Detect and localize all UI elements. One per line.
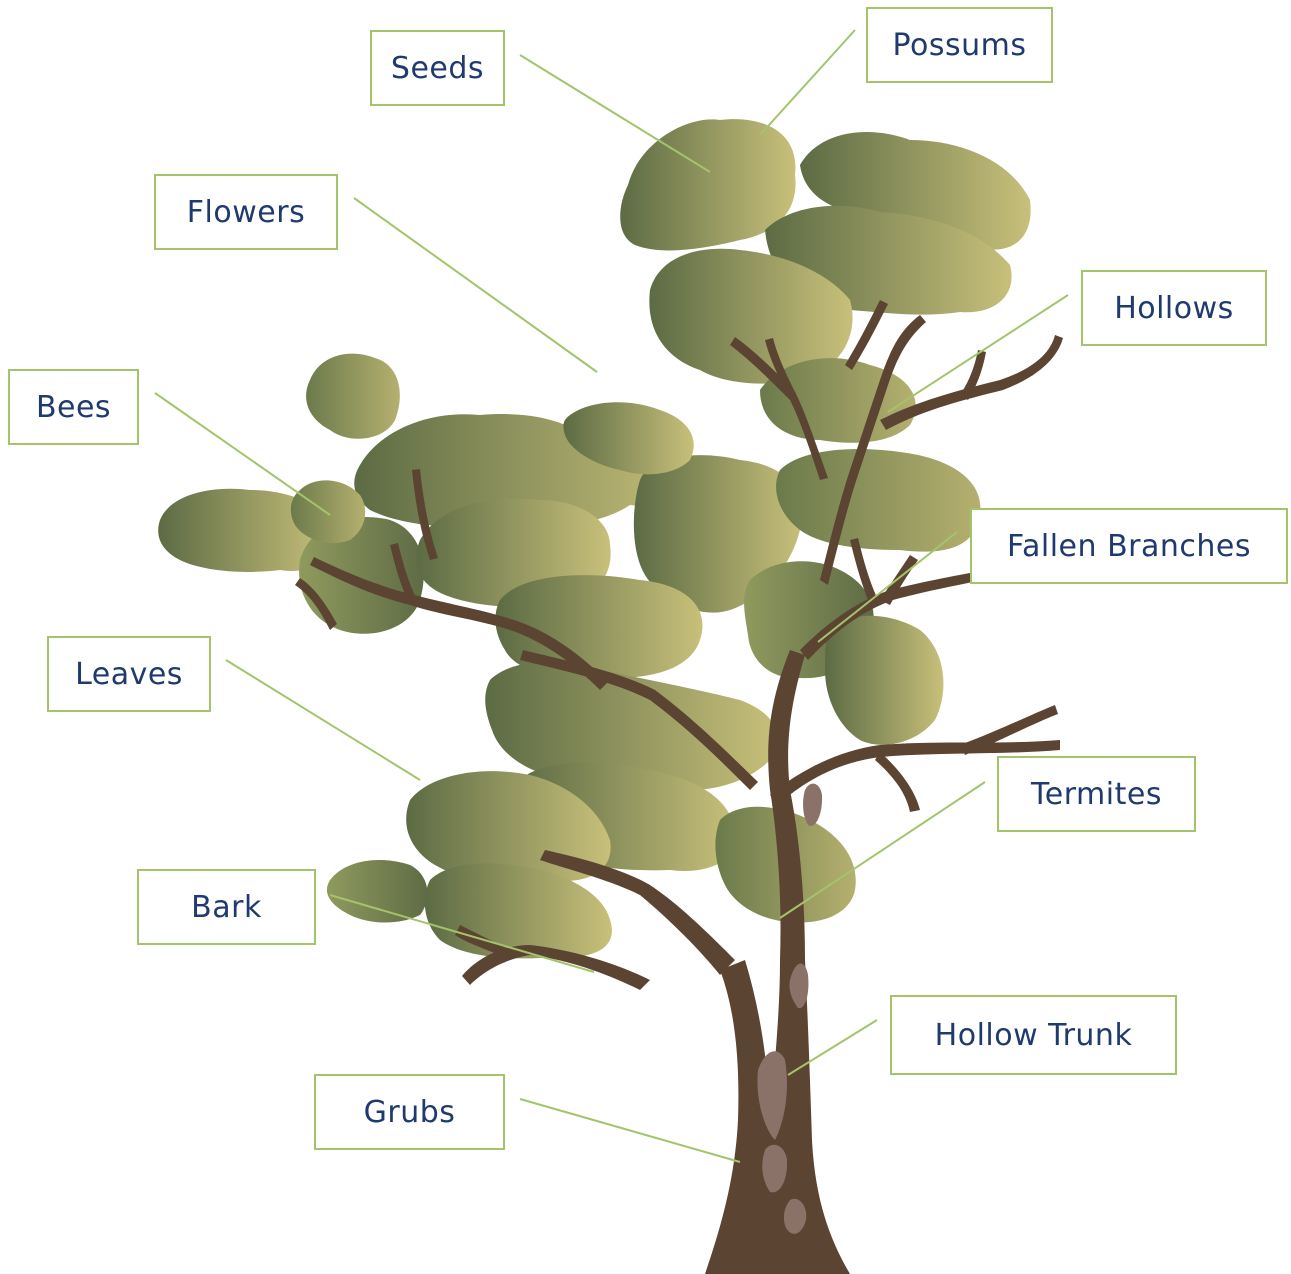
leader-line-grubs [520,1099,740,1162]
label-bark: Bark [137,869,316,945]
leader-line-seeds [520,55,710,172]
label-possums: Possums [866,7,1053,83]
label-hollow-trunk: Hollow Trunk [890,995,1177,1075]
leader-line-leaves [226,660,420,780]
leader-line-possums [760,30,855,135]
label-fallen-branches: Fallen Branches [970,508,1288,584]
label-grubs: Grubs [314,1074,505,1150]
label-flowers: Flowers [154,174,338,250]
leader-line-flowers [354,198,597,372]
label-termites: Termites [997,756,1196,832]
label-hollows: Hollows [1081,270,1267,346]
label-seeds: Seeds [370,30,505,106]
label-leaves: Leaves [47,636,211,712]
label-bees: Bees [8,369,139,445]
